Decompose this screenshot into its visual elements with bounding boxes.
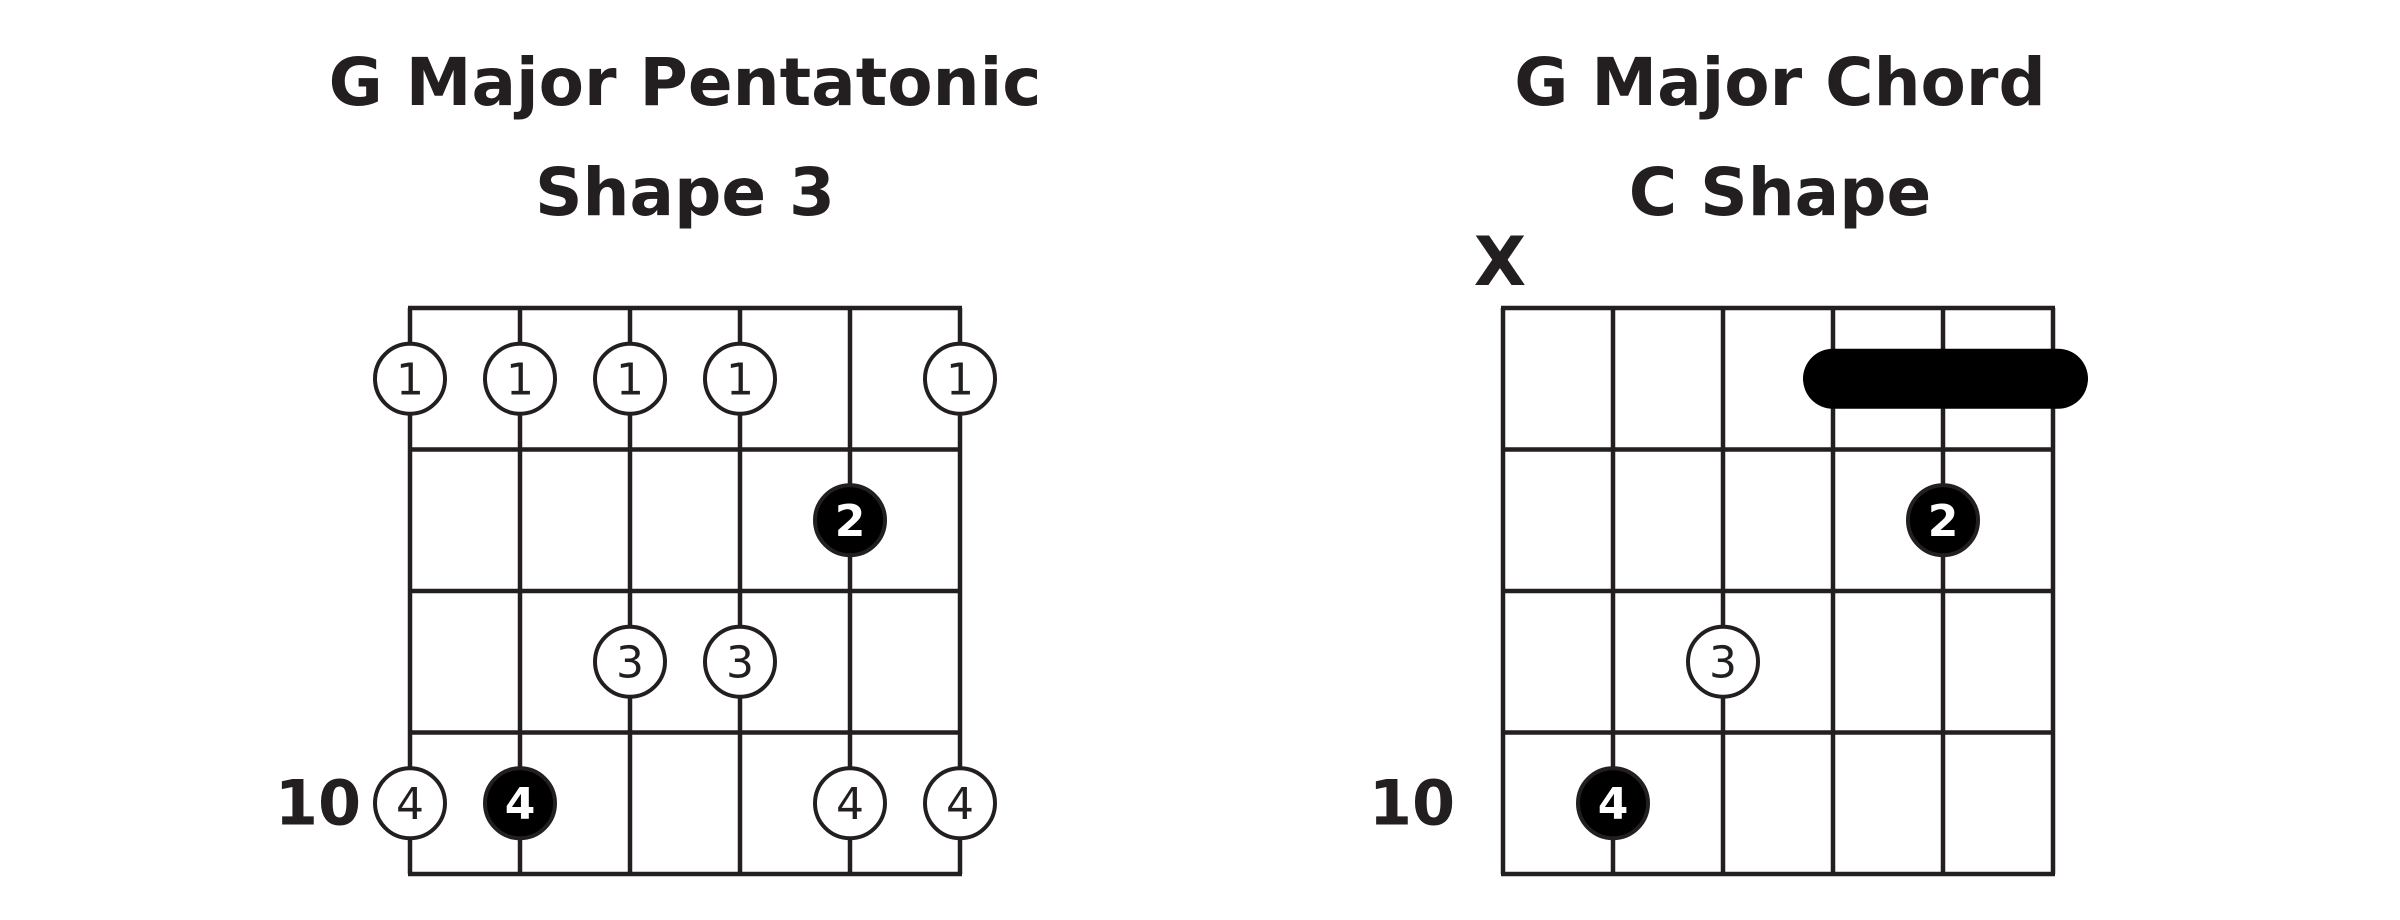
finger-dots: 1 1 1 1 1 2 3 3 4 4 4 4 [373,341,997,841]
dot-circle [373,766,447,841]
finger-number: 4 [396,779,424,830]
filled-finger-dot: 2 [1906,483,1980,558]
finger-number: 3 [616,637,644,688]
diagram-title-line2: C Shape [1629,154,1931,231]
diagram-title-line1: G Major Pentatonic [329,44,1042,121]
finger-number: 4 [505,779,536,830]
open-finger-dot: 1 [373,341,447,416]
dot-circle [923,766,997,841]
chord-diagram: G Major Chord C Shape 2 3 4 10 X [1369,44,2088,877]
finger-number: 1 [616,354,644,405]
finger-number: 4 [946,779,974,830]
finger-number: 4 [836,779,864,830]
barre-bar [1803,348,2088,409]
open-finger-dot: 3 [593,624,667,699]
fret-number-label: 10 [275,767,361,840]
dot-circle [703,341,777,416]
finger-number: 3 [726,637,754,688]
finger-number: 1 [506,354,534,405]
muted-string-mark: X [1474,223,1526,302]
finger-number: 4 [1598,779,1629,830]
open-finger-dot: 1 [483,341,557,416]
open-finger-dot: 4 [923,766,997,841]
diagram-title-line1: G Major Chord [1514,44,2045,121]
dot-circle [1576,766,1650,841]
finger-number: 2 [835,496,866,547]
diagram-title-line2: Shape 3 [535,154,835,231]
filled-finger-dot: 2 [813,483,887,558]
open-finger-dot: 3 [1686,624,1760,699]
fret-number-label: 10 [1369,767,1455,840]
open-finger-dot: 1 [593,341,667,416]
open-finger-dot: 1 [923,341,997,416]
open-finger-dot: 3 [703,624,777,699]
finger-number: 2 [1928,496,1959,547]
open-finger-dot: 4 [373,766,447,841]
dot-circle [373,341,447,416]
dot-circle [593,624,667,699]
finger-dots: 2 3 4 [1576,483,1980,841]
dot-circle [703,624,777,699]
open-finger-dot: 1 [703,341,777,416]
open-finger-dot: 4 [813,766,887,841]
filled-finger-dot: 4 [1576,766,1650,841]
finger-number: 1 [396,354,424,405]
dot-circle [1686,624,1760,699]
finger-number: 1 [726,354,754,405]
dot-circle [483,766,557,841]
barre-layer [1803,348,2088,409]
finger-number: 3 [1709,637,1737,688]
dot-circle [593,341,667,416]
dot-circle [1906,483,1980,558]
filled-finger-dot: 4 [483,766,557,841]
dot-circle [813,483,887,558]
dot-circle [813,766,887,841]
dot-circle [923,341,997,416]
finger-number: 1 [946,354,974,405]
dot-circle [483,341,557,416]
